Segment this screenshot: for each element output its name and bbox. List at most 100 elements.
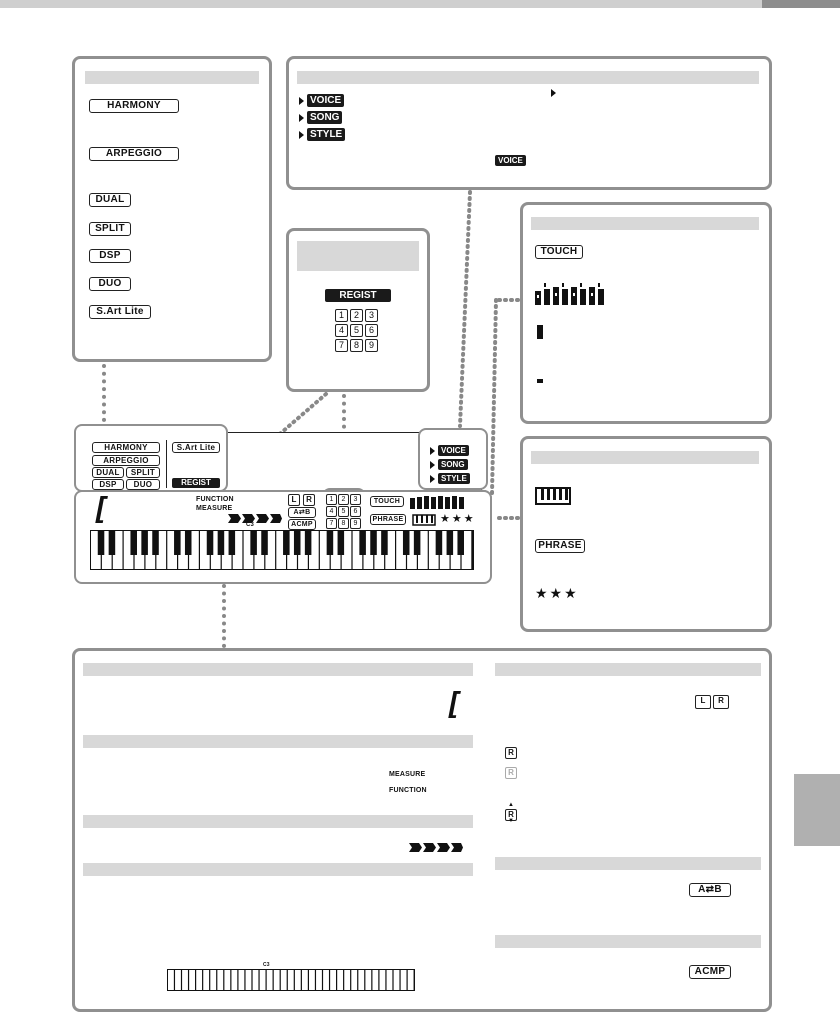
display-song-arrow-icon: [430, 461, 435, 469]
song-arrow-icon: [299, 114, 304, 122]
white-key: [221, 531, 232, 569]
black-key: [337, 531, 345, 555]
white-key: [428, 531, 439, 569]
phrase-label: PHRASE: [535, 539, 585, 553]
white-key: [210, 531, 221, 569]
black-key: [184, 531, 192, 555]
display-function: FUNCTION: [196, 496, 234, 503]
white-key: [372, 970, 379, 990]
black-key: [217, 531, 225, 555]
white-key: [379, 970, 386, 990]
r-part-blink-icon: R: [505, 809, 517, 821]
white-key: [265, 531, 276, 569]
regist-number: 5: [350, 324, 363, 337]
beat-arrows-icon: [228, 514, 282, 523]
dsp-label: DSP: [89, 249, 131, 263]
white-key: [168, 970, 174, 990]
white-key: [374, 531, 385, 569]
white-key: [358, 970, 365, 990]
sart-lite-label: S.Art Lite: [89, 305, 151, 319]
display-arpeggio: ARPEGGIO: [92, 455, 160, 466]
white-key: [189, 531, 199, 569]
white-key: [123, 531, 134, 569]
white-key: [407, 531, 417, 569]
regist-label: REGIST: [325, 289, 391, 302]
white-key: [393, 970, 400, 990]
keyboard-range-example: [167, 969, 415, 991]
page-header-bar: [0, 0, 840, 8]
white-key: [337, 970, 344, 990]
white-key: [287, 970, 294, 990]
black-key: [446, 531, 454, 555]
display-ab-repeat: A⇄B: [288, 507, 316, 518]
black-key: [413, 531, 421, 555]
panel-header-bar: [297, 241, 419, 271]
display-style: STYLE: [438, 473, 470, 484]
panel-header-bar: [83, 863, 473, 876]
voice-label: VOICE: [307, 94, 345, 107]
display-keyboard-guide-icon: [412, 514, 436, 526]
white-key: [245, 970, 252, 990]
white-key: [145, 531, 156, 569]
white-key: [217, 970, 224, 990]
display-number-grid: 1 2 3 4 5 6 7 8 9: [326, 494, 366, 530]
panel-header-bar: [83, 735, 473, 748]
c3-example-label: C3: [263, 962, 270, 968]
arpeggio-label: ARPEGGIO: [89, 147, 179, 161]
display-voice-arrow-icon: [430, 447, 435, 455]
page-header-accent: [762, 0, 840, 8]
display-segment-digit: [: [92, 492, 111, 527]
white-key: [365, 970, 372, 990]
black-key: [228, 531, 236, 555]
display-regist: REGIST: [172, 478, 220, 488]
display-voice: VOICE: [438, 445, 469, 456]
split-label: SPLIT: [89, 222, 131, 236]
display-number: 2: [338, 494, 349, 505]
display-r-part: R: [303, 494, 315, 506]
white-key: [439, 531, 450, 569]
white-key: [363, 531, 374, 569]
white-key: [203, 970, 210, 990]
display-number: 6: [350, 506, 361, 517]
white-key: [418, 531, 428, 569]
l-part-example: L: [695, 695, 711, 709]
black-key: [381, 531, 388, 555]
white-key: [266, 970, 273, 990]
black-key: [293, 531, 301, 555]
display-number: 9: [350, 518, 361, 529]
white-key: [232, 531, 243, 569]
black-key: [250, 531, 257, 555]
connector-line: [102, 364, 106, 422]
display-phrase: PHRASE: [370, 514, 406, 525]
white-key: [224, 970, 231, 990]
measure-example-label: MEASURE: [389, 771, 426, 778]
display-split: SPLIT: [126, 467, 160, 478]
mode-panel: VOICE SONG STYLE VOICE: [286, 56, 772, 190]
white-key: [294, 970, 301, 990]
white-key: [385, 531, 395, 569]
white-key: [450, 531, 461, 569]
regist-number: 3: [365, 309, 378, 322]
ab-repeat-example: A⇄B: [689, 883, 731, 897]
harmony-label: HARMONY: [89, 99, 179, 113]
black-key: [97, 531, 105, 555]
white-key: [210, 970, 217, 990]
panel-header-bar: [531, 217, 759, 230]
display-duo: DUO: [126, 479, 160, 490]
black-key: [359, 531, 366, 555]
regist-number: 8: [350, 339, 363, 352]
panel-header-bar: [495, 857, 761, 870]
keyboard-guide-icon: [535, 487, 571, 505]
regist-number: 6: [365, 324, 378, 337]
regist-number: 9: [365, 339, 378, 352]
white-key: [175, 970, 181, 990]
white-key: [252, 970, 259, 990]
white-key: [189, 970, 195, 990]
black-key: [130, 531, 137, 555]
regist-number: 1: [335, 309, 348, 322]
regist-number: 7: [335, 339, 348, 352]
white-key: [182, 970, 188, 990]
song-label: SONG: [307, 111, 343, 124]
white-key: [330, 531, 341, 569]
panel-header-bar: [85, 71, 259, 84]
